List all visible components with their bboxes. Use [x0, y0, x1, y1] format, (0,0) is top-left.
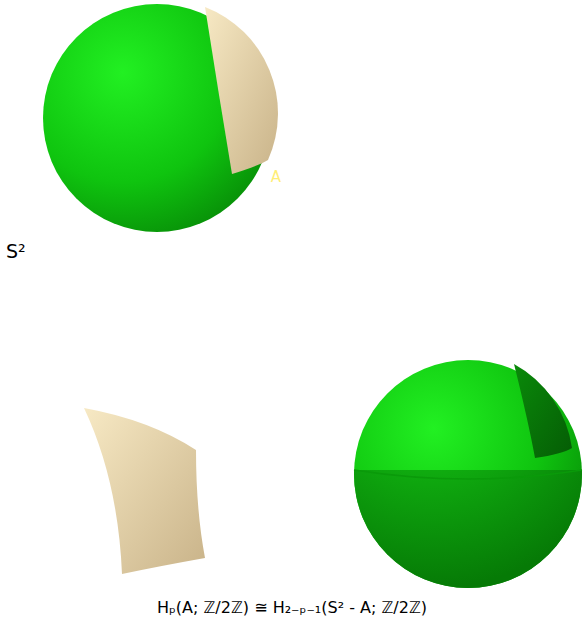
hole-region: [514, 364, 572, 458]
region-a-detached: [84, 408, 205, 574]
region-label: S²: [6, 240, 26, 263]
formula: Hₚ(A; ℤ/2ℤ) ≅ H₂₋ₚ₋₁(S² - A; ℤ/2ℤ): [157, 598, 427, 617]
sphere-complement: [354, 360, 582, 588]
region-a: [205, 7, 278, 174]
sphere-lower-half: [354, 470, 582, 588]
equator: [354, 470, 582, 479]
region-label: A: [271, 168, 281, 186]
